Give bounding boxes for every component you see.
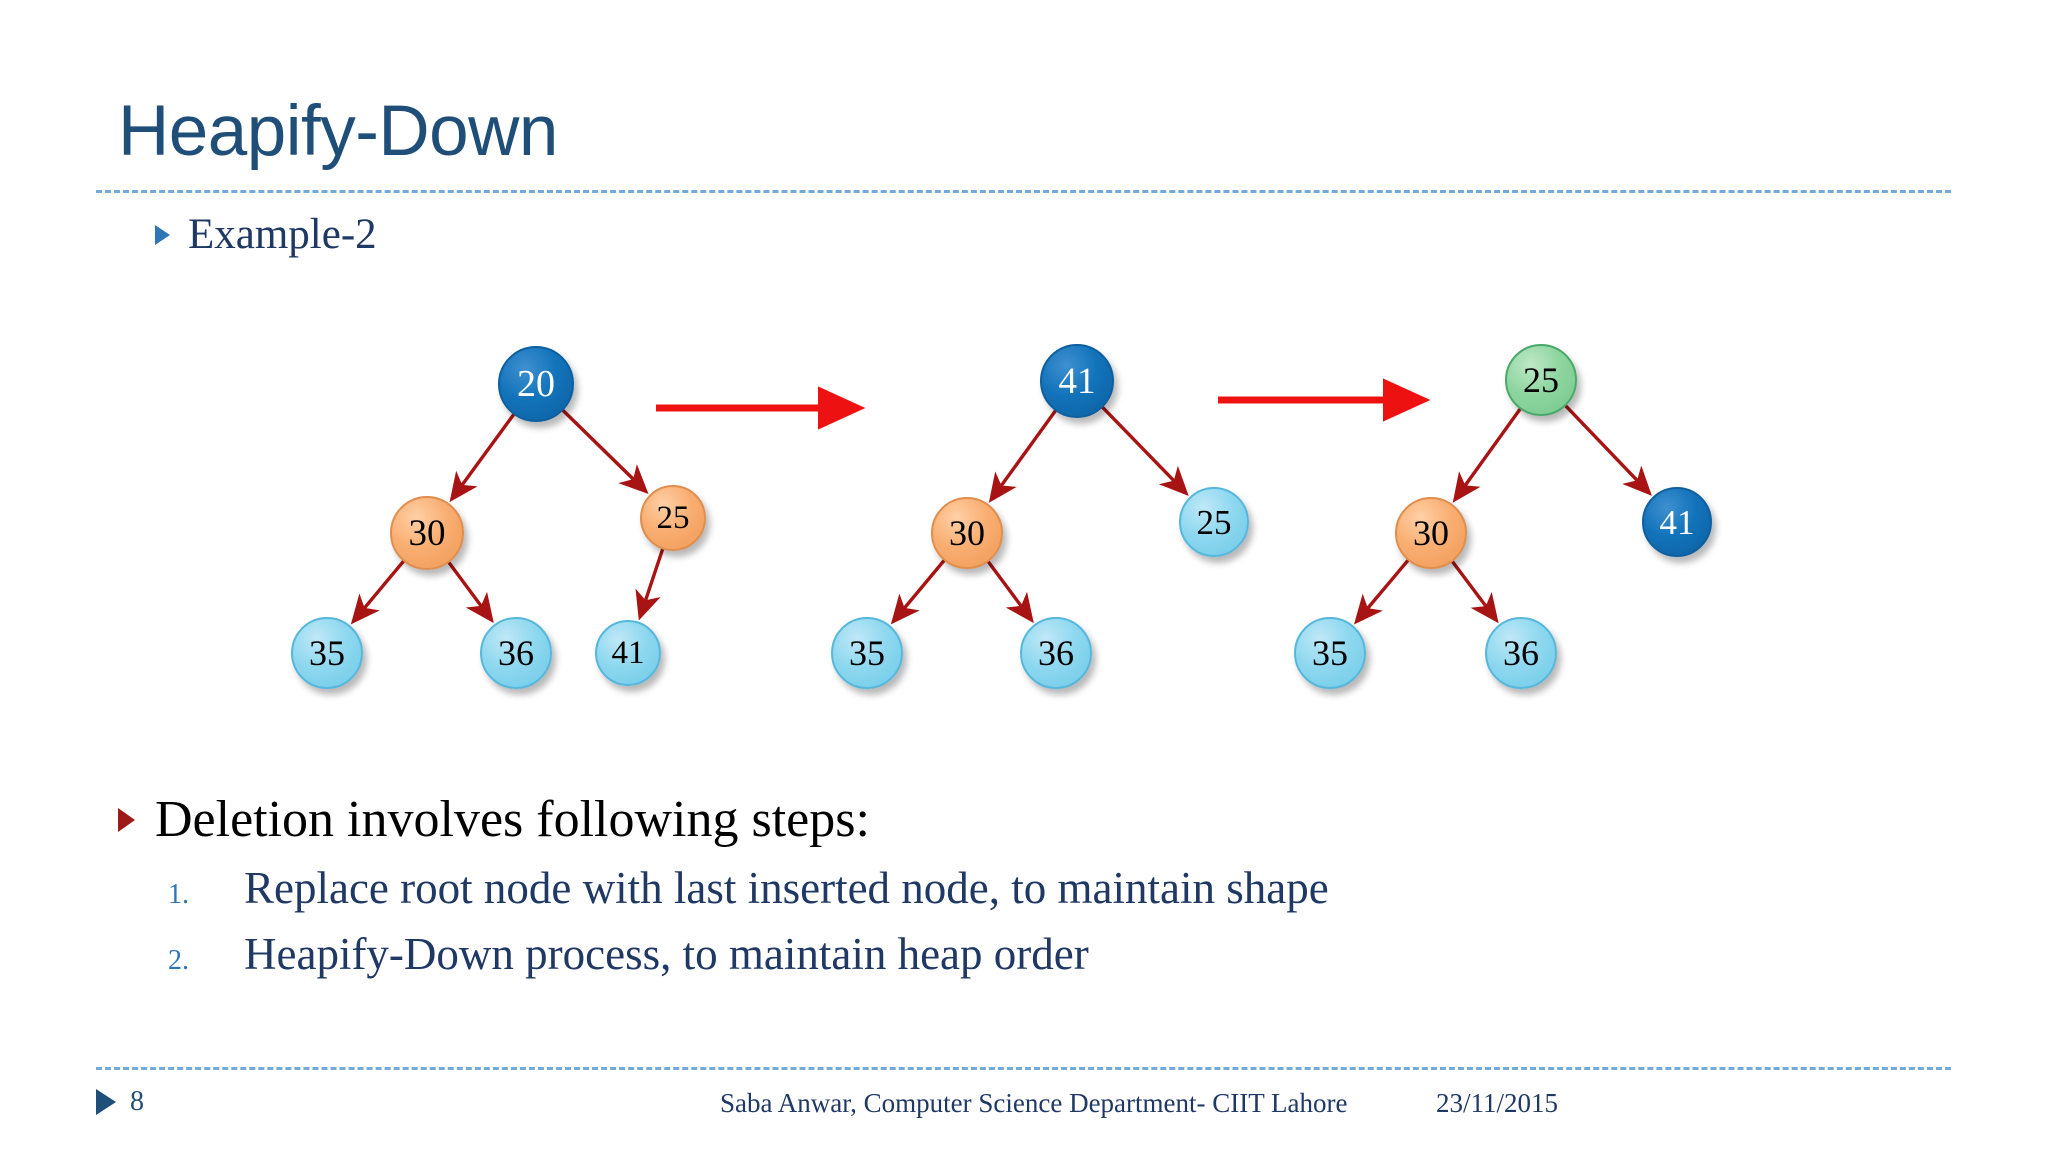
slide-footer: 8 Saba Anwar, Computer Science Departmen… <box>96 1082 1951 1132</box>
heap-edge-41-to-30 <box>988 409 1058 503</box>
footer-date: 23/11/2015 <box>1436 1088 1559 1118</box>
heap-node-label: 25 <box>1196 502 1232 542</box>
footer-triangle-icon <box>96 1089 116 1115</box>
heap-diagram: 20 30 25 35 36 41 41 30 25 35 36 25 30 41 35 36 <box>0 300 2048 720</box>
heap-node-25: 25 <box>1179 487 1249 557</box>
deletion-steps-heading-row: Deletion involves following steps: <box>118 790 870 849</box>
heap-node-30: 30 <box>390 496 464 570</box>
step-item-1: 1. Replace root node with last inserted … <box>168 862 1329 914</box>
heap-node-label: 30 <box>1413 513 1449 553</box>
heap-node-41: 41 <box>1642 487 1712 557</box>
heap-node-35: 35 <box>1294 617 1366 689</box>
heap-node-label: 41 <box>1058 360 1096 402</box>
footer-divider <box>96 1067 1951 1070</box>
heap-edge-20-to-25 <box>561 408 649 495</box>
heap-node-label: 35 <box>849 633 885 673</box>
tree-edge-group <box>350 404 1652 625</box>
heap-node-label: 36 <box>1038 633 1074 673</box>
step-text-1: Replace root node with last inserted nod… <box>244 863 1329 913</box>
bullet-triangle-red-icon <box>118 807 135 832</box>
heap-edge-20-to-30 <box>449 412 516 503</box>
step-number-2: 2. <box>168 945 189 976</box>
heap-node-25: 25 <box>640 485 706 551</box>
heap-node-label: 35 <box>309 633 345 673</box>
footer-attribution: Saba Anwar, Computer Science Department-… <box>720 1088 1348 1118</box>
heap-node-30: 30 <box>1395 497 1467 569</box>
heap-edge-30-to-36 <box>1450 559 1499 624</box>
heap-node-label: 25 <box>1523 360 1559 400</box>
step-text-2: Heapify-Down process, to maintain heap o… <box>244 929 1089 979</box>
heap-edge-30-to-36 <box>986 560 1034 624</box>
heap-node-35: 35 <box>831 617 903 689</box>
heap-edge-30-to-35 <box>350 559 406 625</box>
page-title: Heapify-Down <box>118 92 558 171</box>
bullet-triangle-icon <box>155 224 170 245</box>
heap-node-label: 35 <box>1312 633 1348 673</box>
heap-node-30: 30 <box>931 497 1003 569</box>
slide-number: 8 <box>130 1086 144 1117</box>
heap-node-35: 35 <box>291 617 363 689</box>
heap-edge-30-to-35 <box>1353 558 1410 625</box>
example-bullet-row: Example-2 <box>155 210 377 259</box>
step-item-2: 2. Heapify-Down process, to maintain hea… <box>168 928 1089 980</box>
heap-node-25: 25 <box>1505 344 1577 416</box>
heap-edge-25-to-41 <box>1563 404 1652 496</box>
heap-node-label: 41 <box>1659 502 1695 542</box>
heap-edge-25-to-41 <box>635 547 665 621</box>
heap-edge-25-to-30 <box>1452 407 1522 503</box>
heap-node-label: 41 <box>611 634 645 671</box>
heap-node-label: 25 <box>656 499 690 536</box>
transition-arrow-group <box>656 378 1431 430</box>
heap-node-label: 20 <box>517 363 555 405</box>
heap-node-36: 36 <box>480 617 552 689</box>
heap-edge-30-to-35 <box>890 558 946 625</box>
heap-node-41: 41 <box>595 620 661 686</box>
heap-node-20: 20 <box>498 346 574 422</box>
diagram-edges-layer <box>350 378 1652 625</box>
deletion-steps-heading: Deletion involves following steps: <box>155 791 870 848</box>
title-divider <box>96 190 1951 193</box>
step-number-1: 1. <box>168 879 189 910</box>
heap-node-label: 30 <box>949 513 985 553</box>
heap-edge-41-to-25 <box>1100 405 1189 497</box>
heap-node-label: 30 <box>408 512 446 554</box>
heap-node-label: 36 <box>498 633 534 673</box>
slide-number-group: 8 <box>96 1086 144 1118</box>
heap-node-41: 41 <box>1040 344 1114 418</box>
heap-node-36: 36 <box>1020 617 1092 689</box>
heap-node-36: 36 <box>1485 617 1557 689</box>
heap-node-label: 36 <box>1503 633 1539 673</box>
heap-edge-30-to-36 <box>447 560 494 624</box>
example-label: Example-2 <box>188 211 377 258</box>
